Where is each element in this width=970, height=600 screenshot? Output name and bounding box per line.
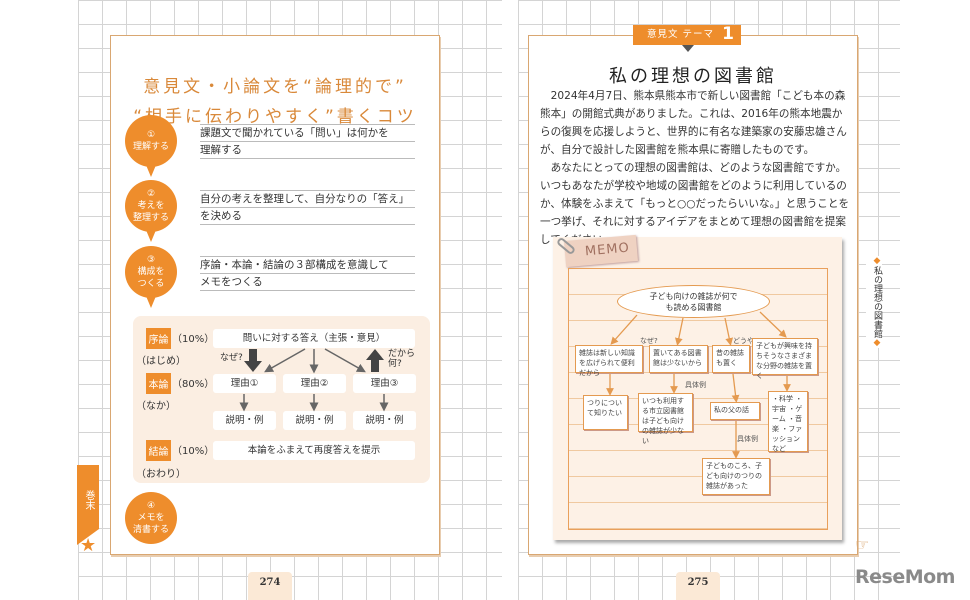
step3-label2: つくる xyxy=(137,279,165,289)
left-title-line2: “相手に伝わりやすく”書くコツ xyxy=(133,107,417,127)
step4-num: ④ xyxy=(146,501,156,511)
example-3: 説明・例 xyxy=(353,411,416,430)
reason-1: 理由① xyxy=(213,374,276,393)
body-tag: 本論 xyxy=(146,373,171,394)
arrow-to-reason1 xyxy=(264,348,306,373)
theme-badge-label: 意見文 テーマ xyxy=(647,29,715,40)
why-label: なぜ? xyxy=(220,353,243,363)
right-title: 私の理想の図書館 xyxy=(609,66,777,87)
diagram-arrows xyxy=(239,348,389,412)
side-label: ◆私の理想の図書館◆ xyxy=(866,256,882,348)
step1-num: ① xyxy=(146,130,156,140)
memo-arrows xyxy=(606,311,791,459)
concl-sub: （おわり） xyxy=(136,469,186,480)
memo-arrow-1 xyxy=(610,314,638,345)
memo-arrow-4 xyxy=(759,311,787,338)
side-label-text: 私の理想の図書館 xyxy=(872,266,882,338)
intro-tag: 序論 xyxy=(146,328,171,349)
side-tab[interactable] xyxy=(77,465,99,545)
example-1: 説明・例 xyxy=(213,411,276,430)
step2-num: ② xyxy=(146,189,156,199)
reason-3: 理由③ xyxy=(353,374,416,393)
prompt-paragraph-2: あなたにとっての理想の図書館は、どのような図書館ですか。いつもあなたが学校や地域… xyxy=(540,162,850,246)
prompt-text: 2024年4月7日、熊本県熊本市で新しい図書館「こども本の森 熊本」の開館式典が… xyxy=(540,87,850,249)
pointing-hand-icon: ☞ xyxy=(855,535,870,554)
badge-pointer xyxy=(682,45,694,52)
memo-example-label-2: 具体例 xyxy=(737,435,758,443)
memo-arrow-2 xyxy=(674,317,684,346)
why-arrow xyxy=(244,349,262,372)
step4-circle: ④ メモを清書する xyxy=(125,492,177,544)
step3-label1: 構成を xyxy=(137,267,165,277)
side-tab-label: 巻末 xyxy=(83,490,94,510)
step2-line2: を決める xyxy=(200,208,415,225)
step1-label: 理解する xyxy=(132,142,169,152)
arrow-to-reason3 xyxy=(324,348,366,373)
memo-box-idea2: 子どもが興味を持ちそうなさまざまな分野の雑誌を置く xyxy=(752,338,818,380)
page-number-left: 274 xyxy=(248,572,292,600)
step2-label2: 整理する xyxy=(132,213,169,223)
concl-tag: 結論 xyxy=(146,440,171,461)
step3-num: ③ xyxy=(146,255,156,265)
concl-pct: （10%） xyxy=(172,446,215,457)
step4-label1: メモを xyxy=(137,513,165,523)
step3-line2: メモをつくる xyxy=(200,274,415,291)
step2-line1: 自分の考えを整理して、自分なりの「答え」 xyxy=(200,191,415,208)
resemom-logo: ReseMom xyxy=(855,566,955,588)
theme-badge-number: 1 xyxy=(722,24,735,44)
body-pct: （80%） xyxy=(172,379,215,390)
prompt-paragraph-1: 2024年4月7日、熊本県熊本市で新しい図書館「こども本の森 熊本」の開館式典が… xyxy=(540,90,847,156)
step2-text: 自分の考えを整理して、自分なりの「答え」を決める xyxy=(200,190,415,225)
example-2: 説明・例 xyxy=(283,411,346,430)
intro-sub: （はじめ） xyxy=(136,356,186,367)
memo-arrow-3 xyxy=(724,317,734,346)
step2-label1: 考えを xyxy=(137,201,165,211)
left-title-line1: 意見文・小論文を“論理的で” xyxy=(143,77,407,97)
memo-box-idea1: 昔の雑誌も置く xyxy=(712,345,750,373)
theme-badge: 意見文 テーマ 1 xyxy=(633,24,741,45)
memo-box-reason1: 雑誌は新しい知識を広げられて便利だから xyxy=(575,345,643,377)
final-box: 本論をふまえて再度答えを提示 xyxy=(213,441,415,460)
memo-why-label: なぜ? xyxy=(640,337,658,345)
step1-line2: 理解する xyxy=(200,142,415,159)
step3-text: 序論・本論・結論の３部構成を意識してメモをつくる xyxy=(200,256,415,291)
star-icon: ★ xyxy=(80,535,97,556)
step3-line1: 序論・本論・結論の３部構成を意識して xyxy=(200,257,415,274)
page-number-right: 275 xyxy=(676,572,720,600)
memo-box-detail2: いつも利用する市立図書館は子ども向けの雑誌が少ない xyxy=(638,393,693,445)
memo-center-ellipse: 子ども向けの雑誌が何でも読める図書館 xyxy=(617,285,770,318)
step1-circle: ① 理解する xyxy=(125,115,177,177)
step4-label2: 清書する xyxy=(132,525,169,535)
sowhat-label: だから何? xyxy=(388,349,416,369)
body-sub: （なか） xyxy=(136,401,176,412)
memo-box-detail1: つりについて知りたい xyxy=(583,395,628,430)
memo-box-reason2: 置いてある図書館は少ないから xyxy=(649,345,708,373)
reason-2: 理由② xyxy=(283,374,346,393)
answer-box: 問いに対する答え（主張・意見） xyxy=(213,329,415,348)
memo-box-detail4: ・科学 ・宇宙 ・ゲーム ・音楽 ・ファッション など xyxy=(768,391,808,453)
memo-arrow-7 xyxy=(731,373,740,403)
step1-text: 課題文で聞かれている「問い」は何かを理解する xyxy=(200,124,415,159)
step1-line1: 課題文で聞かれている「問い」は何かを xyxy=(200,125,415,142)
memo-box-detail5: 子どものころ、子ども向けのつりの雑誌があった xyxy=(702,458,770,495)
step2-circle: ② 考えを整理する xyxy=(125,180,177,242)
memo-example-label-1: 具体例 xyxy=(685,381,706,389)
step3-circle: ③ 構成をつくる xyxy=(125,246,177,308)
sowhat-arrow xyxy=(366,349,384,372)
intro-pct: （10%） xyxy=(172,334,215,345)
